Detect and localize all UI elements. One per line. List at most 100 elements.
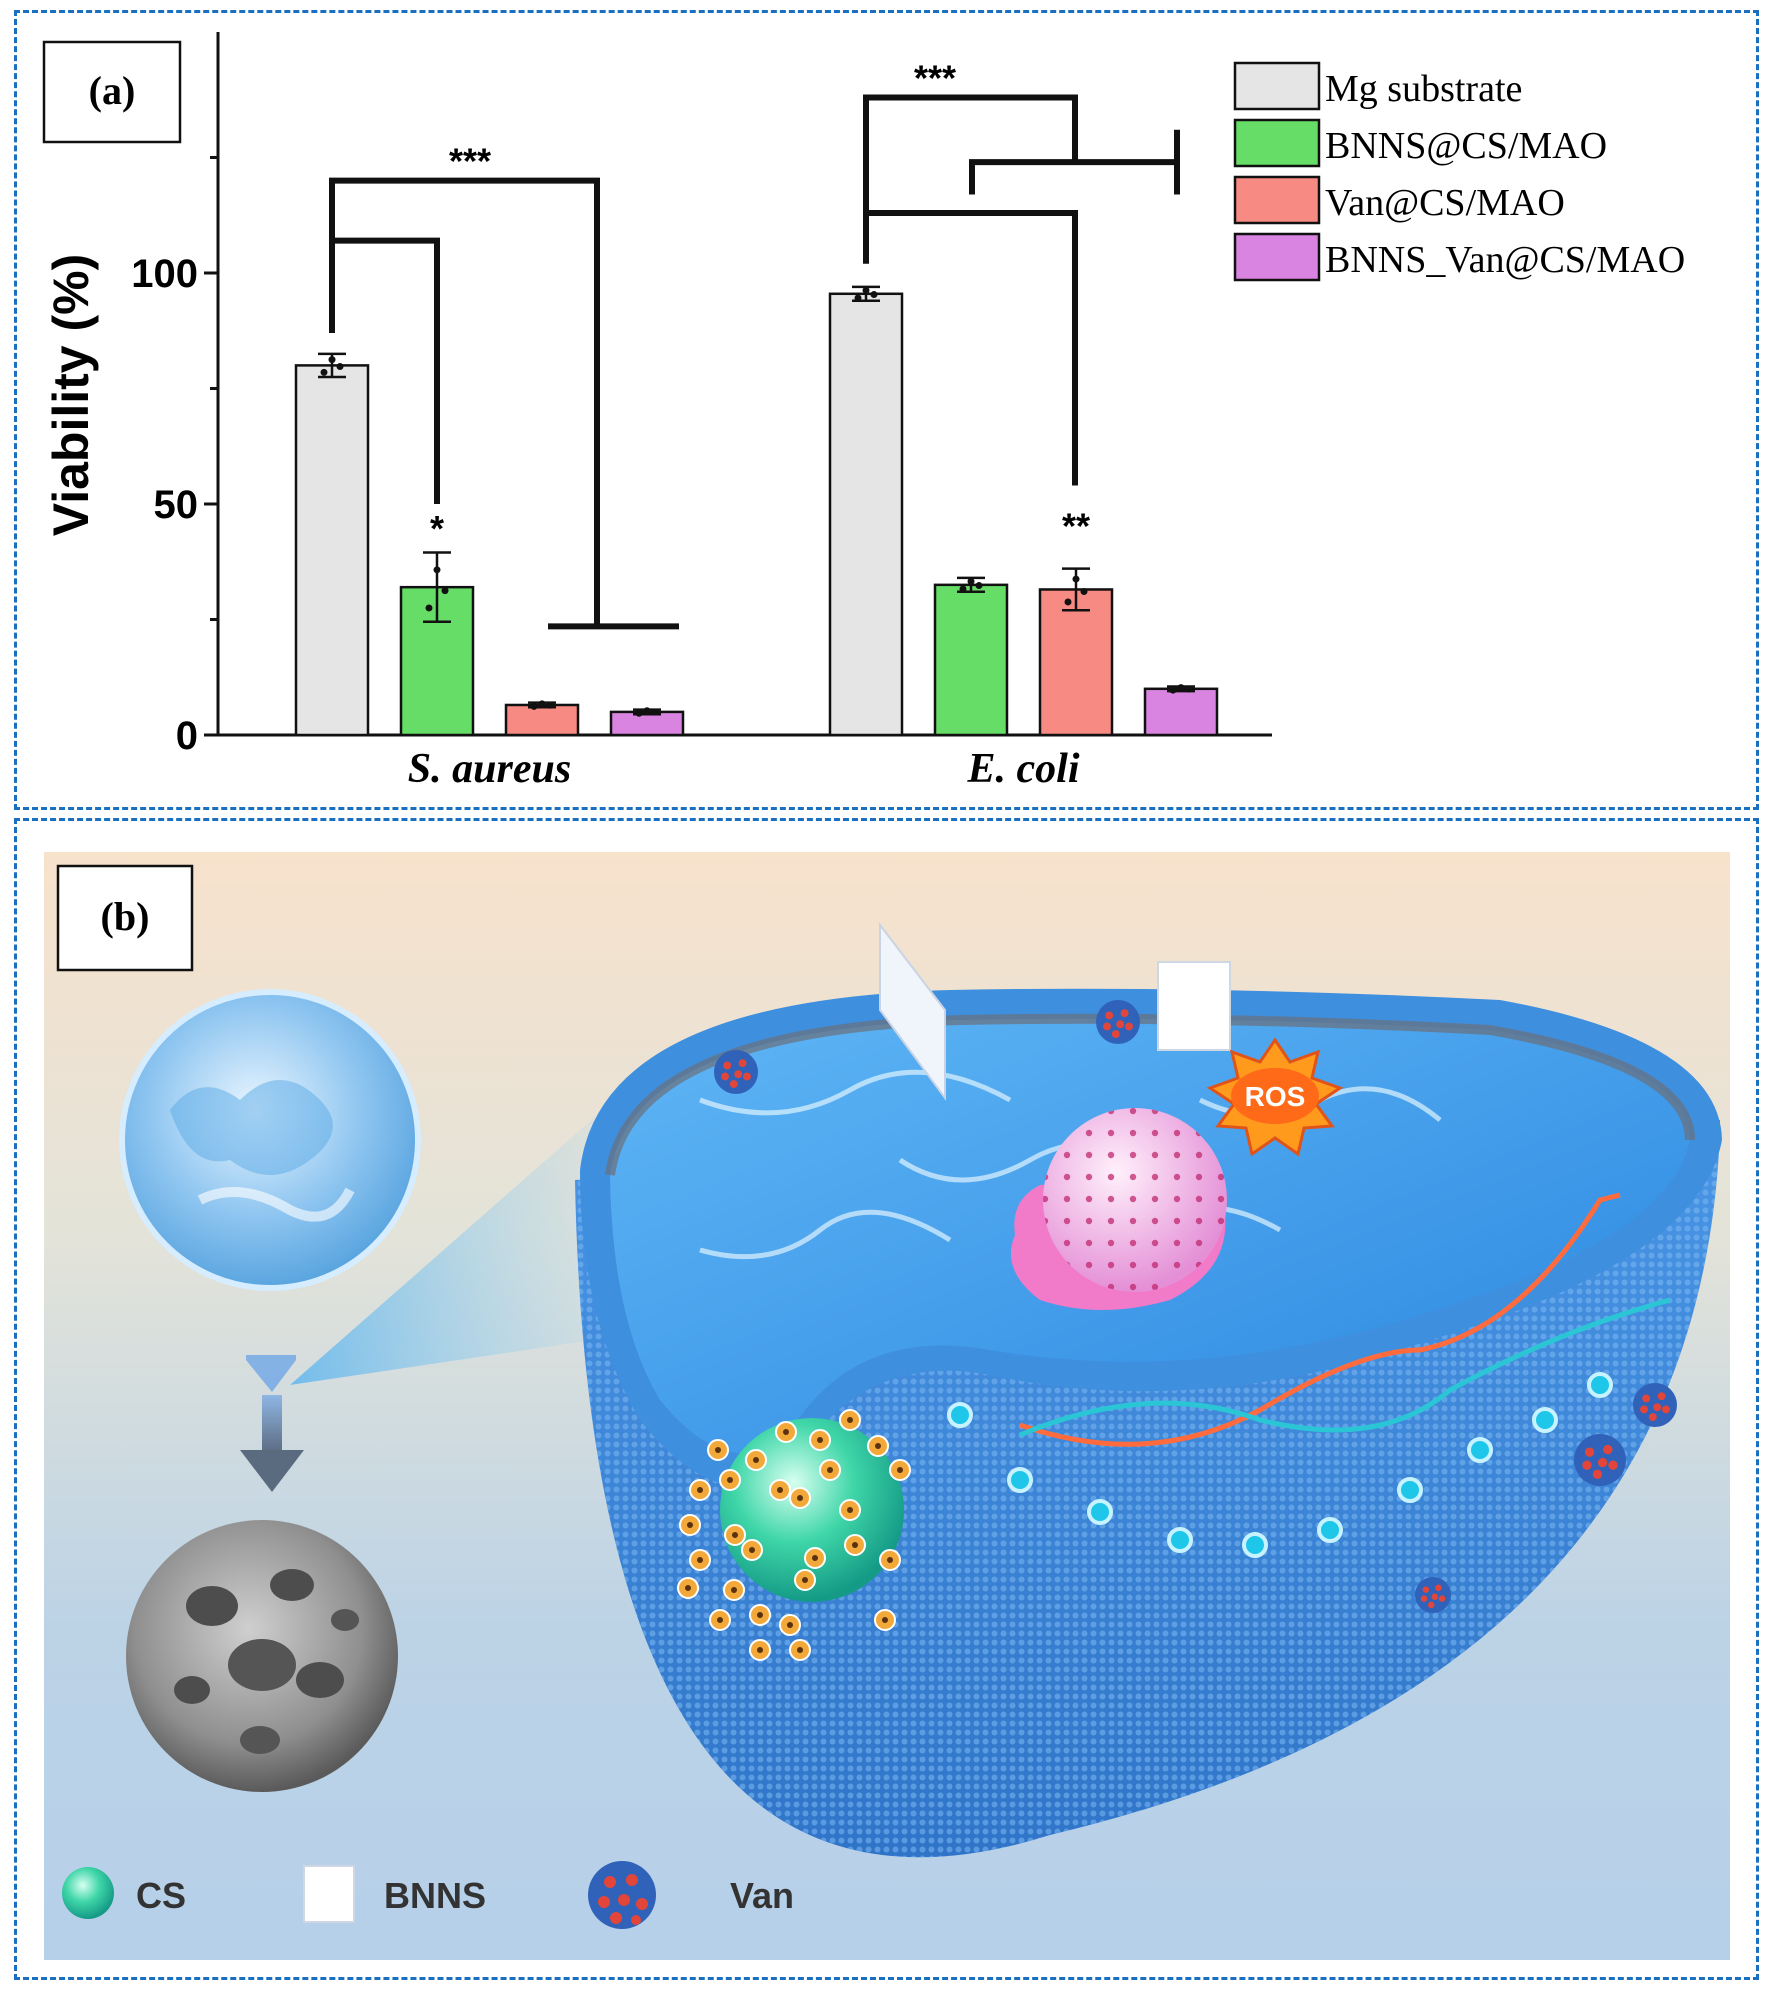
van-particle-dot xyxy=(1422,1586,1430,1593)
data-point xyxy=(1064,598,1072,606)
van-particle-dot xyxy=(1582,1460,1592,1470)
data-point xyxy=(870,290,878,298)
x-category-label: S. aureus xyxy=(408,746,571,792)
data-point xyxy=(635,709,643,717)
membrane-pore xyxy=(1007,1467,1033,1493)
van-particle-dot xyxy=(1103,1022,1111,1031)
membrane-pore xyxy=(947,1402,973,1428)
van-particle-dot xyxy=(738,1059,747,1068)
drug-particle-core xyxy=(757,1612,763,1618)
bracket-s-aureus-inner xyxy=(332,237,440,504)
bnns-sheet-left xyxy=(879,922,946,1102)
e-coli-van-star: ** xyxy=(1062,506,1090,547)
van-particle-dot xyxy=(1657,1392,1666,1401)
drug-particle-core xyxy=(727,1477,733,1483)
drug-particle-core xyxy=(783,1429,789,1435)
membrane-pore xyxy=(1467,1437,1493,1463)
data-point xyxy=(643,707,651,715)
data-point xyxy=(538,700,546,708)
drug-particle-core xyxy=(687,1522,693,1528)
data-point xyxy=(1185,685,1193,693)
membrane-pore xyxy=(1242,1532,1268,1558)
y-tick-label: 50 xyxy=(154,483,199,527)
dead-bacterium-icon xyxy=(126,1520,398,1792)
van-particle-dot xyxy=(1603,1444,1613,1455)
legend-bnns-label: BNNS xyxy=(384,1875,486,1916)
data-point xyxy=(441,587,449,595)
drug-particle-core xyxy=(777,1487,783,1493)
drug-particle-core xyxy=(847,1417,853,1423)
drug-particle-core xyxy=(749,1547,755,1553)
membrane-pore xyxy=(1087,1499,1113,1525)
van-particle-dot xyxy=(1420,1595,1428,1602)
legend-cs-label: CS xyxy=(136,1875,186,1916)
live-bacterium-icon xyxy=(119,989,421,1291)
legend-swatch xyxy=(1233,175,1321,225)
legend-label: BNNS_Van@CS/MAO xyxy=(1325,239,1685,281)
van-particle-dot xyxy=(1116,1020,1125,1029)
panel-b-label-box xyxy=(56,864,194,972)
drug-particle-core xyxy=(847,1507,853,1513)
data-point xyxy=(1072,575,1080,583)
drug-particle-core xyxy=(797,1647,803,1653)
van-particle-dot xyxy=(723,1061,732,1070)
van-particle-dot xyxy=(1120,1009,1129,1018)
bnns-sheet-icon xyxy=(303,1865,355,1923)
drug-particle-core xyxy=(757,1647,763,1653)
nucleus-icon xyxy=(1010,1108,1227,1310)
panel-b-frame xyxy=(14,818,1759,1980)
s-aureus-bnns-star: * xyxy=(430,508,444,549)
chart-bars xyxy=(294,285,1219,737)
data-point xyxy=(1177,684,1185,692)
panel-a-label-box xyxy=(42,40,182,144)
van-particle-dot xyxy=(1584,1447,1595,1457)
light-beam xyxy=(290,1095,660,1385)
data-point xyxy=(967,577,975,585)
bnns-sheet-right xyxy=(1157,961,1231,1051)
van-particle-dot xyxy=(729,1080,738,1089)
van-particle-dot xyxy=(1662,1405,1670,1414)
van-particle-icon xyxy=(588,1861,656,1929)
x-category-label: E. coli xyxy=(967,746,1080,792)
membrane-pores xyxy=(947,1372,1613,1558)
s-aureus-bracket-star: *** xyxy=(449,141,491,182)
legend-label: BNNS@CS/MAO xyxy=(1325,125,1607,167)
transition-arrow-icon xyxy=(240,1355,304,1492)
dna-strand-icon xyxy=(1019,1192,1671,1447)
bar xyxy=(933,583,1009,737)
bar xyxy=(1038,588,1114,737)
y-axis-label: Viability (%) xyxy=(43,254,99,536)
membrane-pore xyxy=(1397,1477,1423,1503)
data-point xyxy=(336,363,344,371)
drug-particle-core xyxy=(852,1542,858,1548)
data-point xyxy=(862,286,870,294)
drug-particle-core xyxy=(697,1487,703,1493)
drug-particle-core xyxy=(887,1557,893,1563)
drug-particle-core xyxy=(897,1467,903,1473)
membrane-pore xyxy=(1532,1407,1558,1433)
data-point xyxy=(328,356,336,364)
van-particle-dot xyxy=(1648,1413,1657,1422)
drug-particle-core xyxy=(827,1467,833,1473)
chart-legend: Mg substrateBNNS@CS/MAOVan@CS/MAOBNNS_Va… xyxy=(1233,61,1685,282)
y-tick-label: 0 xyxy=(176,714,198,758)
drug-particle-core xyxy=(817,1437,823,1443)
van-particle-dot xyxy=(743,1072,751,1081)
significance-brackets: ********* xyxy=(329,58,1180,630)
drug-particle-core xyxy=(685,1585,691,1591)
drug-particle-core xyxy=(715,1447,721,1453)
van-particle-dot xyxy=(1592,1469,1603,1479)
bracket-s-aureus-outer xyxy=(329,177,600,627)
legend-swatch xyxy=(1233,61,1321,111)
van-particle-dot xyxy=(1435,1584,1442,1592)
data-point xyxy=(425,604,433,612)
drug-particle-core xyxy=(753,1457,759,1463)
drug-particle-core xyxy=(732,1532,738,1538)
legend-swatch xyxy=(1233,118,1321,168)
e-coli-bracket-star: *** xyxy=(914,58,956,99)
bracket-e-coli-right xyxy=(969,159,1177,195)
van-particle-dot xyxy=(1125,1022,1133,1031)
